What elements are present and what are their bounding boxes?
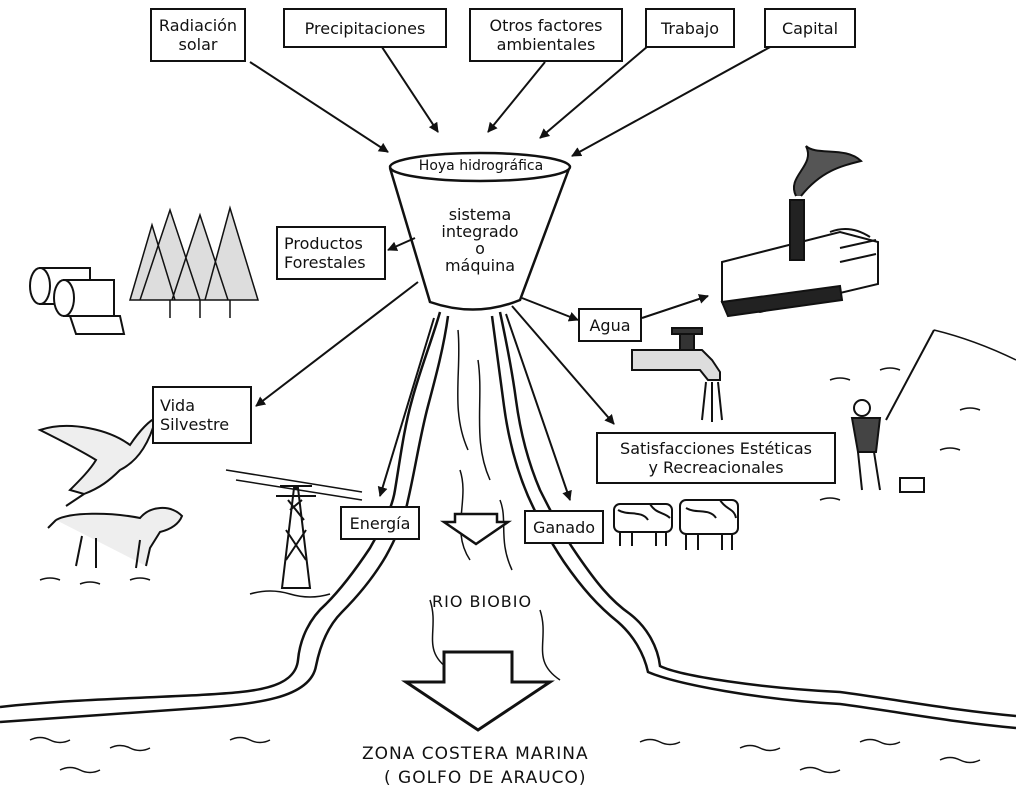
output-arrows	[255, 237, 709, 501]
funnel-title: Hoya hidrográfica	[418, 158, 544, 174]
vida-line2: Silvestre	[160, 415, 230, 434]
small-flow-arrow-icon	[439, 512, 513, 546]
radiacion-line1: Radiación	[158, 16, 238, 35]
funnel-body: sistema integrado o máquina	[420, 206, 540, 274]
power-tower-icon	[225, 469, 363, 598]
big-flow-arrow-icon	[401, 650, 555, 732]
river-name-label: RIO BIOBIO	[432, 592, 533, 611]
ocean-waves	[29, 736, 981, 774]
output-box-vida-silvestre: Vida Silvestre	[152, 386, 252, 444]
arrow-ganado	[505, 313, 572, 501]
precipitaciones-label: Precipitaciones	[304, 18, 426, 38]
factory-icon	[720, 145, 879, 318]
arrow-radiacion	[249, 61, 389, 153]
arrow-energia	[377, 317, 435, 497]
radiacion-line2: solar	[178, 35, 218, 54]
otros-line2: ambientales	[496, 35, 596, 54]
otros-line1: Otros factores	[489, 16, 603, 35]
satisfacciones-line2: y Recreacionales	[648, 458, 784, 477]
arrow-satisfacciones	[511, 305, 615, 425]
paper-rolls-icon	[29, 267, 126, 335]
input-box-capital: Capital	[764, 8, 856, 48]
funnel-shape	[388, 151, 572, 311]
funnel-body-line4: máquina	[444, 256, 516, 275]
arrow-agua-factory	[641, 294, 709, 319]
input-box-trabajo: Trabajo	[645, 8, 735, 48]
arrow-productos	[387, 237, 416, 251]
funnel-body-line3: o	[475, 239, 485, 258]
faucet-icon	[631, 327, 723, 422]
coast-label-line2: ( GOLFO DE ARAUCO)	[384, 768, 587, 788]
forest-icon	[128, 205, 260, 318]
productos-line2: Forestales	[284, 253, 366, 272]
coast-label-line1: ZONA COSTERA MARINA	[362, 744, 589, 764]
satisfacciones-line1: Satisfacciones Estéticas	[620, 439, 812, 458]
input-box-otros-factores: Otros factores ambientales	[469, 8, 623, 62]
arrow-agua	[521, 297, 579, 322]
agua-label: Agua	[589, 315, 631, 335]
energia-label: Energía	[349, 513, 411, 533]
arrow-vida	[255, 281, 419, 407]
river	[0, 311, 1016, 730]
input-box-precipitaciones: Precipitaciones	[283, 8, 447, 48]
fisherman-icon	[819, 329, 1016, 501]
bird-icon	[37, 416, 158, 507]
capital-label: Capital	[781, 18, 839, 38]
vida-line1: Vida	[160, 396, 195, 415]
output-box-productos-forestales: Productos Forestales	[276, 226, 386, 280]
arrow-capital	[571, 45, 773, 157]
funnel-body-line2: integrado	[441, 222, 519, 241]
cattle-icon	[613, 499, 739, 550]
input-box-radiacion: Radiación solar	[150, 8, 246, 62]
funnel-body-line1: sistema	[448, 205, 512, 224]
trabajo-label: Trabajo	[661, 18, 719, 38]
output-box-energia: Energía	[340, 506, 420, 540]
output-box-agua: Agua	[578, 308, 642, 342]
productos-line1: Productos	[284, 234, 363, 253]
output-box-ganado: Ganado	[524, 510, 604, 544]
arrow-otros	[487, 61, 546, 133]
output-box-satisfacciones: Satisfacciones Estéticas y Recreacionale…	[596, 432, 836, 484]
input-arrows	[249, 43, 773, 157]
arrow-trabajo	[539, 45, 649, 139]
arrow-precipitaciones	[379, 43, 439, 133]
wild-dog-icon	[39, 507, 184, 585]
ganado-label: Ganado	[532, 517, 596, 537]
